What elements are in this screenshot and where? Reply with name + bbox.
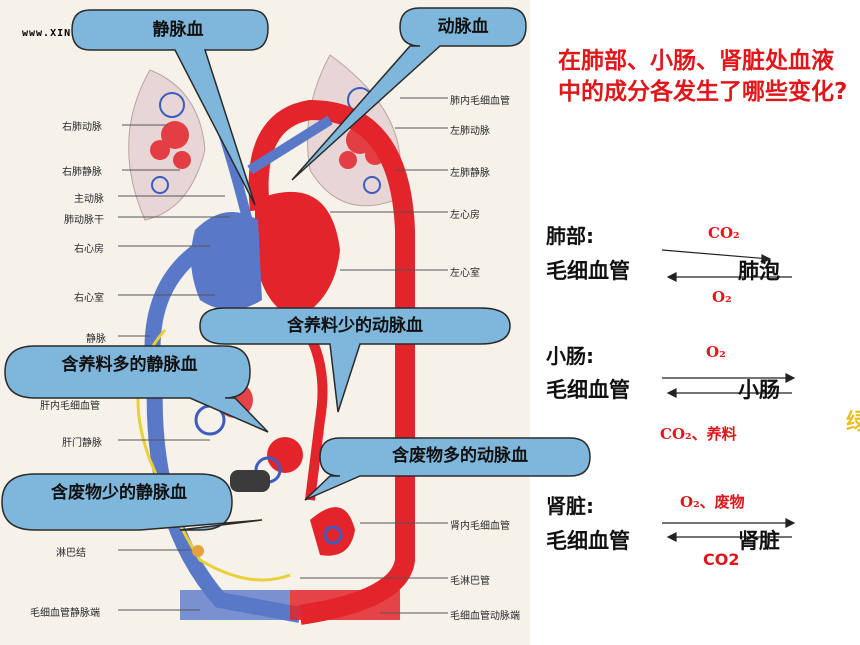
lymph-node [192,545,204,557]
kidney-gas-bottom: CO2 [703,550,740,569]
kidney-gas-top: O₂、废物 [680,493,745,511]
label-hepatic-portal-vein: 肝门静脉 [62,438,102,449]
kidney-capillary-text: 毛细血管 [546,529,630,553]
label-left-pulmonary-artery: 左肺动脉 [450,126,490,137]
watermark: www.XINI [22,28,79,39]
intestine-segment [230,470,270,492]
bubble-low-waste-venous [1,473,263,531]
callout-high-waste-arterial-text: 含废物多的动脉血 [392,446,528,466]
intestine-capillary-text: 毛细血管 [546,378,630,402]
kidney-title: 肾脏: [546,494,594,518]
bubble-high-waste-arterial [304,437,591,501]
bubble-arterial [291,7,527,181]
label-left-pulmonary-vein: 左肺静脉 [450,168,490,179]
label-right-atrium: 右心房 [74,244,104,255]
label-aorta: 主动脉 [74,194,104,205]
lung-gas-top: CO₂ [708,224,740,242]
label-kidney-capillaries: 肾内毛细血管 [450,521,510,532]
callout-low-waste-venous-text: 含废物少的静脉血 [51,483,187,503]
label-right-ventricle: 右心室 [74,293,104,304]
bubble-venous [71,9,269,206]
label-lymph-node: 淋巴结 [56,548,86,559]
intestine-gas-top: O₂ [706,343,726,361]
kidney-capillaries [310,507,355,556]
intestine-gas-bottom: CO₂、养料 [660,425,737,443]
label-right-pulmonary-vein: 右肺静脉 [62,167,102,178]
label-capillary-arterial-end: 毛细血管动脉端 [450,611,520,622]
label-liver-capillaries: 肝内毛细血管 [40,401,100,412]
label-capillary-venous-end: 毛细血管静脉端 [30,608,100,619]
label-vein: 静脉 [86,334,106,345]
bubble-low-nutrient-arterial [199,307,511,413]
question-heading: 在肺部、小肠、肾脏处血液中的成分各发生了哪些变化? [558,48,848,105]
label-lung-capillaries: 肺内毛细血管 [450,96,510,107]
lung-gas-bottom: O₂ [712,288,732,306]
label-pulmonary-trunk: 肺动脉干 [64,215,104,226]
lung-alveolus-text: 肺泡 [738,259,780,283]
intestine-title: 小肠: [546,344,594,368]
callout-high-nutrient-venous-text: 含养料多的静脉血 [61,355,198,375]
edge-glyph: 绿 [846,410,860,435]
label-lymph-capillary: 毛淋巴管 [450,576,490,587]
kidney-organ-text: 肾脏 [738,529,780,553]
label-left-ventricle: 左心室 [450,268,480,279]
capillary-bed-arterial [290,590,400,620]
lung-title: 肺部: [546,224,594,248]
lung-arrow-top [661,249,771,260]
bubble-high-nutrient-venous [4,345,269,433]
callout-low-nutrient-arterial-text: 含养料少的动脉血 [287,316,423,336]
callout-venous-text: 静脉血 [152,20,204,40]
capillary-bed-venous [180,590,290,620]
intestine-organ-text: 小肠 [738,378,780,402]
label-right-pulmonary-artery: 右肺动脉 [62,122,102,133]
heart-left [255,191,340,320]
label-left-atrium: 左心房 [450,210,480,221]
callout-arterial-text: 动脉血 [437,17,489,37]
lung-capillary-text: 毛细血管 [546,259,630,283]
